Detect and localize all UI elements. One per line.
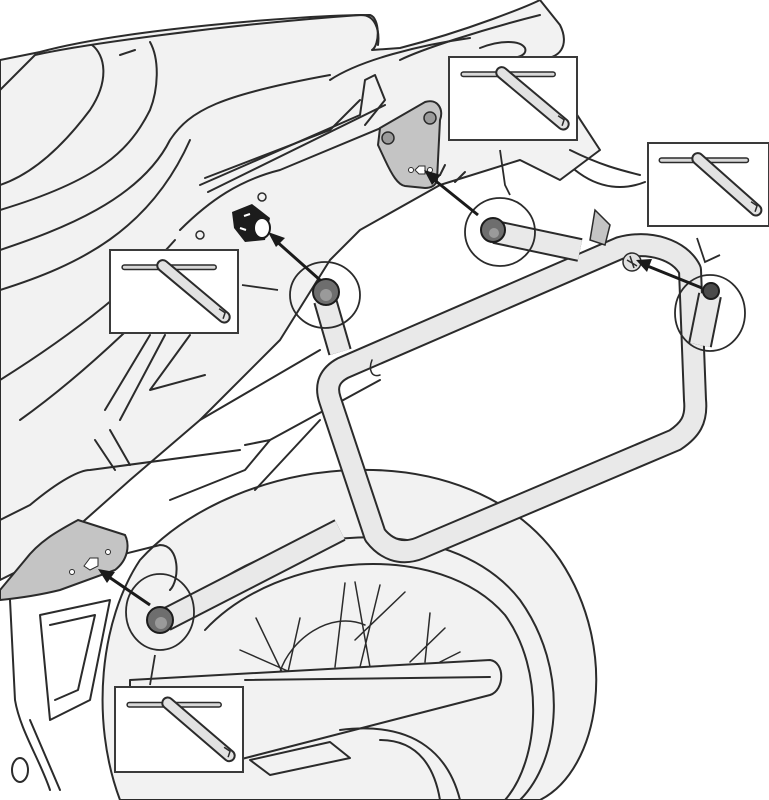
- tool-box-tool-left-middle: [109, 249, 239, 334]
- callout-upper-right: [674, 237, 746, 352]
- arrow-upper-center: [424, 170, 479, 217]
- tool-box-tool-top-center: [448, 56, 578, 141]
- allen-key-icon: [126, 696, 236, 763]
- callout-upper-center: [464, 149, 536, 267]
- allen-key-icon: [121, 259, 231, 324]
- bracket-plate-lower: [0, 518, 129, 602]
- arrow-upper-right: [636, 259, 703, 290]
- callout-lower-left: [125, 573, 195, 686]
- tool-box-tool-top-right: [647, 142, 769, 227]
- tool-box-tool-bottom-left: [114, 686, 244, 773]
- bracket-plate-upper: [376, 100, 443, 190]
- threaded-insert: [195, 192, 271, 242]
- allen-key-icon: [658, 152, 763, 217]
- rear-body: [0, 0, 646, 791]
- arrow-lower-left: [98, 569, 151, 607]
- arrow-upper-left: [268, 232, 321, 282]
- frame-lug: [589, 208, 642, 272]
- callout-upper-left: [241, 261, 361, 329]
- allen-key-icon: [460, 66, 570, 131]
